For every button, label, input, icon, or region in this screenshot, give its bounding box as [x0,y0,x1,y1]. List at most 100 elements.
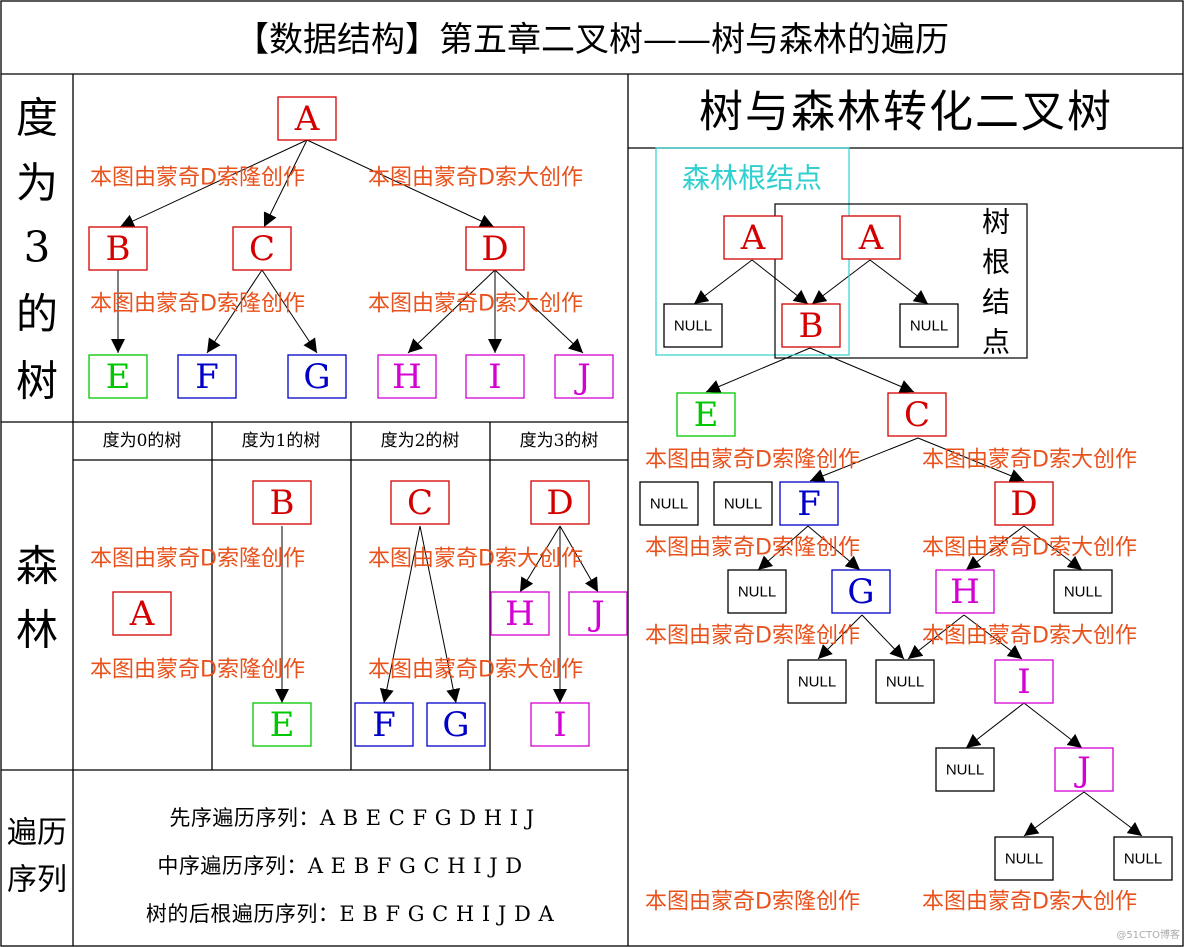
bt-node-j: J [1054,747,1114,792]
svg-text:D: D [481,229,508,269]
svg-text:A: A [129,594,155,634]
svg-text:本图由蒙奇D索隆创作: 本图由蒙奇D索隆创作 [645,448,860,473]
svg-text:A: A [294,99,320,139]
svg-text:F: F [372,705,396,745]
forest-node-i: I [530,702,590,747]
null-node: NULL [713,481,773,526]
svg-text:J: J [1074,750,1091,790]
tree-node-e: E [88,354,148,399]
tree-root-label: 树 根 结 点 [982,206,1010,359]
forest-node-d: D [530,480,590,525]
forest-node-h: H [490,591,550,636]
svg-text:本图由蒙奇D索隆创作: 本图由蒙奇D索隆创作 [645,536,860,561]
svg-text:C: C [407,483,433,523]
svg-text:NULL: NULL [724,496,762,513]
svg-text:根: 根 [982,246,1010,279]
svg-text:的: 的 [16,290,58,339]
forest-node-f: F [354,702,414,747]
inorder-sequence: 中序遍历序列：A E B F G C H I J D [157,854,522,878]
svg-text:NULL: NULL [650,496,688,513]
svg-text:C: C [249,229,275,269]
svg-text:NULL: NULL [910,318,948,335]
null-node: NULL [1053,569,1113,614]
svg-text:I: I [1017,662,1030,702]
null-node: NULL [787,659,847,704]
svg-text:3: 3 [24,223,51,272]
right-panel-title: 树与森林转化二叉树 [699,87,1113,138]
svg-text:为: 为 [16,159,58,208]
bt-node-f: F [779,481,839,526]
svg-text:NULL: NULL [674,318,712,335]
tree-node-a: A [277,96,337,141]
svg-text:NULL: NULL [886,674,924,691]
svg-text:E: E [106,357,131,397]
null-node: NULL [935,747,995,792]
svg-text:I: I [488,357,501,397]
svg-text:G: G [847,572,874,612]
svg-text:F: F [195,357,219,397]
svg-text:G: G [442,705,469,745]
svg-text:度: 度 [16,94,58,143]
svg-text:本图由蒙奇D索隆创作: 本图由蒙奇D索隆创作 [90,658,305,683]
forest-root-label: 森林根结点 [682,162,822,195]
row-label-traversal: 遍历 序列 [7,816,67,898]
svg-text:H: H [950,572,980,612]
forest-node-a: A [112,591,172,636]
tree-node-f: F [177,354,237,399]
svg-text:度为0的树: 度为0的树 [103,431,182,451]
svg-text:结: 结 [982,286,1010,319]
svg-text:NULL: NULL [798,674,836,691]
tree-root-highlight [774,203,1028,359]
credit-mark: @51CTO博客 [1116,928,1180,941]
svg-text:本图由蒙奇D索隆创作: 本图由蒙奇D索隆创作 [90,547,305,572]
svg-text:A: A [858,218,884,258]
svg-text:本图由蒙奇D索隆创作: 本图由蒙奇D索隆创作 [90,292,305,317]
svg-text:E: E [694,395,719,435]
svg-text:J: J [574,357,591,397]
svg-text:D: D [546,483,573,523]
forest-node-e: E [252,702,312,747]
forest-node-j: J [568,591,628,636]
svg-text:G: G [303,357,330,397]
tree-node-d: D [465,226,525,271]
svg-text:林: 林 [16,606,58,655]
bt-node-h: H [935,569,995,614]
bt-node-a-forest: A [723,215,783,260]
svg-text:E: E [270,705,295,745]
tree-node-c: C [232,226,292,271]
bt-node-c: C [887,392,947,437]
svg-text:B: B [270,483,295,523]
svg-text:本图由蒙奇D索大创作: 本图由蒙奇D索大创作 [922,624,1137,649]
svg-text:J: J [588,594,605,634]
svg-text:F: F [797,484,821,524]
svg-text:本图由蒙奇D索大创作: 本图由蒙奇D索大创作 [368,166,583,191]
forest-node-g: G [426,702,486,747]
null-node: NULL [899,303,959,348]
tree-node-i: I [465,354,525,399]
svg-text:本图由蒙奇D索大创作: 本图由蒙奇D索大创作 [922,448,1137,473]
svg-text:本图由蒙奇D索隆创作: 本图由蒙奇D索隆创作 [645,890,860,915]
null-node: NULL [663,303,723,348]
null-node: NULL [727,569,787,614]
bt-node-i: I [994,659,1054,704]
svg-text:本图由蒙奇D索隆创作: 本图由蒙奇D索隆创作 [90,166,305,191]
null-node: NULL [1113,836,1173,881]
forest-nodes: A B E C F G D H J I [112,480,628,747]
bt-node-e: E [676,392,736,437]
svg-text:度为1的树: 度为1的树 [242,431,321,451]
svg-text:树: 树 [16,357,58,406]
svg-text:本图由蒙奇D索隆创作: 本图由蒙奇D索隆创作 [645,624,860,649]
svg-text:点: 点 [982,326,1010,359]
svg-text:本图由蒙奇D索大创作: 本图由蒙奇D索大创作 [368,292,583,317]
svg-text:I: I [553,705,566,745]
tree-node-g: G [287,354,347,399]
bt-node-b: B [781,303,841,348]
forest-headers: 度为0的树 度为1的树 度为2的树 度为3的树 [103,431,599,451]
null-nodes: NULL NULL NULL NULL NULL NULL NULL NULL … [639,303,1173,881]
svg-text:NULL: NULL [738,584,776,601]
preorder-sequence: 先序遍历序列：A B E C F G D H I J [169,806,534,830]
forest-node-b: B [252,480,312,525]
tree-node-j: J [554,354,614,399]
null-node: NULL [639,481,699,526]
